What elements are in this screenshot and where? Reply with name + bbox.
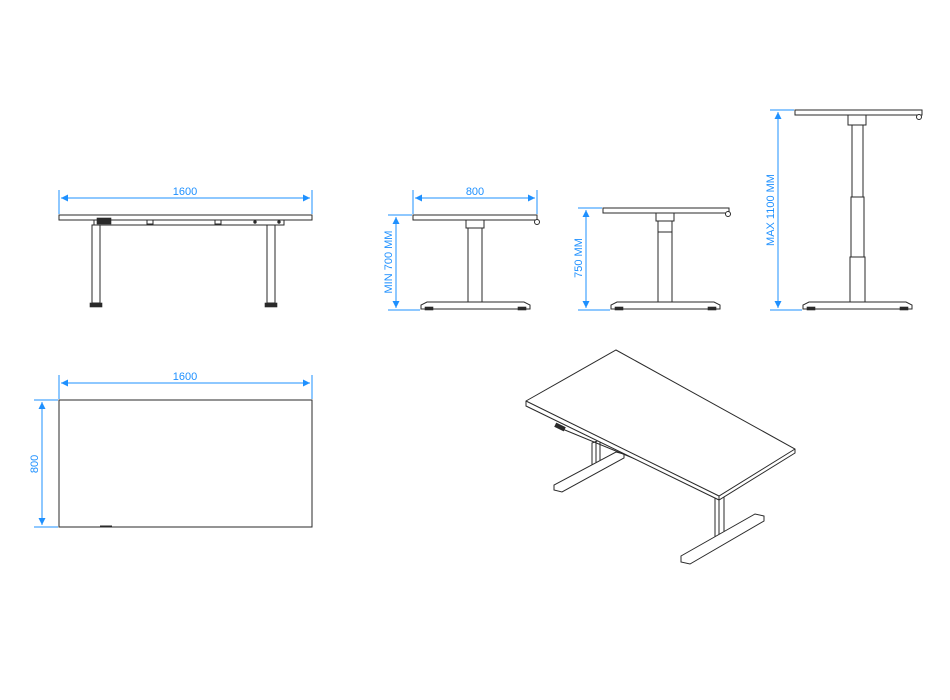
side-mid-column (657, 220, 673, 304)
top-width-dimension: 1600 (58, 371, 313, 399)
top-width-label: 1600 (173, 371, 197, 383)
side-max-column-middle (850, 196, 865, 258)
side-max-bracket (847, 114, 867, 126)
side-view-max (794, 109, 923, 311)
top-view (58, 399, 313, 528)
front-frame-beam (93, 219, 285, 226)
side-max-column-upper (851, 124, 864, 198)
side-min-foot (420, 301, 531, 310)
side-max-desktop (794, 109, 923, 116)
front-width-label: 1600 (173, 186, 197, 198)
side-min-bracket (465, 219, 485, 229)
front-screw (253, 220, 257, 224)
iso-desktop (525, 349, 796, 501)
side-max-glide (806, 306, 816, 311)
side-max-column-lower (849, 256, 866, 304)
front-foot-left (89, 302, 103, 308)
side-mid-foot (610, 301, 721, 310)
top-depth-dimension: 800 (29, 399, 58, 528)
side-mid-glide (614, 306, 624, 311)
side-mid-height-label: 750 MM (573, 238, 585, 278)
isometric-view (525, 349, 796, 565)
iso-control-panel-icon (554, 422, 566, 432)
front-bracket (214, 219, 222, 225)
top-desktop (58, 399, 313, 528)
front-foot-right (264, 302, 278, 308)
front-leg-right (266, 224, 276, 304)
side-min-glide (424, 306, 434, 311)
front-view (58, 214, 313, 308)
side-max-height-label: MAX 1100 MM (765, 174, 777, 246)
side-min-height-dimension: MIN 700 MM (383, 214, 420, 311)
side-max-foot (802, 301, 913, 310)
side-mid-glide (707, 306, 717, 311)
side-min-column (467, 227, 483, 304)
control-panel-icon (96, 217, 112, 225)
side-view-min (412, 214, 540, 311)
side-min-handle (534, 219, 540, 225)
side-view-mid (602, 207, 731, 311)
side-mid-height-dimension: 750 MM (573, 207, 610, 311)
side-min-depth-dimension: 800 (412, 186, 538, 214)
side-mid-bracket (655, 212, 675, 222)
side-min-depth-label: 800 (466, 186, 484, 198)
side-max-height-dimension: MAX 1100 MM (765, 109, 802, 311)
side-max-handle (916, 114, 922, 120)
iso-foot-left (553, 451, 625, 493)
front-bracket (146, 219, 154, 225)
iso-foot-right (680, 513, 765, 565)
front-leg-left (91, 224, 101, 304)
side-max-glide (899, 306, 909, 311)
top-depth-label: 800 (29, 455, 41, 473)
side-min-desktop (412, 214, 538, 221)
front-screw (277, 220, 281, 224)
side-mid-handle (725, 211, 731, 217)
side-min-height-label: MIN 700 MM (383, 231, 395, 294)
side-mid-desktop (602, 207, 730, 214)
front-width-dimension: 1600 (58, 186, 313, 214)
side-min-glide (517, 306, 527, 311)
